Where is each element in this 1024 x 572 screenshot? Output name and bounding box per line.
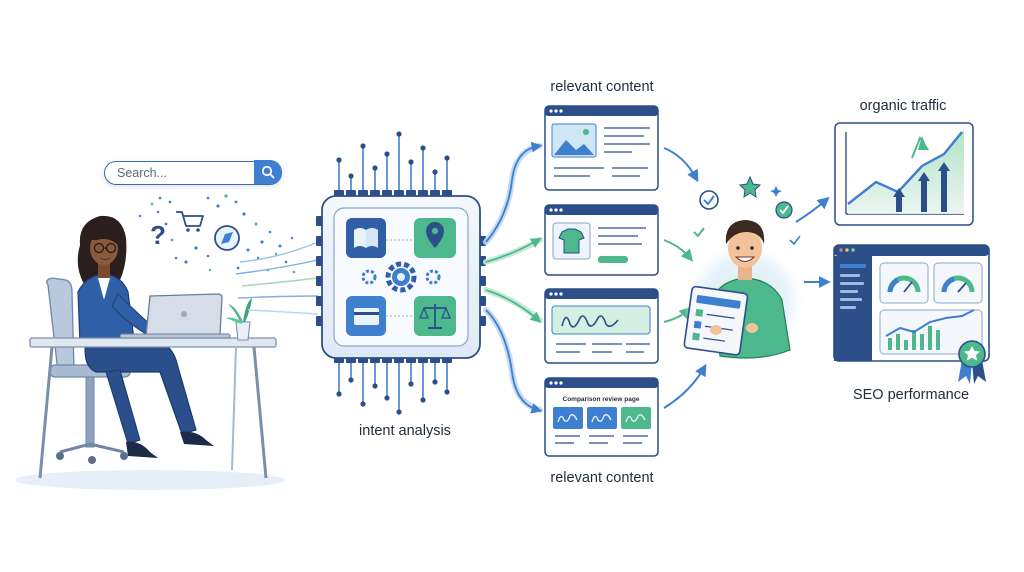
compass-icon — [214, 225, 240, 251]
woman-at-desk-illustration — [15, 215, 285, 490]
seo-performance-dashboard — [833, 244, 990, 384]
credit-card-icon — [346, 296, 386, 336]
scales-icon — [414, 296, 456, 336]
book-icon — [346, 218, 386, 258]
intent-signals-cluster: ? — [138, 194, 319, 315]
svg-text:?: ? — [150, 220, 166, 250]
award-ribbon-icon — [958, 340, 986, 384]
comparison-card-title: Comparison review page — [563, 396, 640, 403]
content-card-article — [544, 105, 659, 191]
search-button[interactable] — [254, 160, 282, 185]
gauge-icon — [933, 262, 983, 304]
label-relevant-content-top: relevant content — [550, 79, 653, 95]
checkmark-badge-icon — [699, 190, 719, 210]
up-arrow-icon — [893, 162, 950, 212]
search-icon — [261, 166, 275, 179]
label-organic-traffic: organic traffic — [860, 98, 947, 114]
gauge-icon — [879, 262, 929, 304]
content-card-comparison: Comparison review page — [544, 377, 659, 457]
shopping-cart-icon — [176, 211, 204, 232]
checkmark-badge-icon — [775, 201, 793, 219]
label-relevant-content-bottom: relevant content — [550, 470, 653, 486]
label-seo-performance: SEO performance — [853, 387, 969, 403]
search-bar[interactable] — [104, 160, 282, 185]
question-mark-icon: ? — [150, 220, 166, 250]
gear-icon — [361, 261, 441, 293]
satisfied-user-illustration — [683, 175, 807, 364]
map-pin-icon — [414, 218, 456, 258]
intent-analysis-chip — [316, 131, 486, 415]
content-card-product — [544, 204, 659, 276]
organic-traffic-chart — [834, 122, 974, 226]
chip-to-content-arrows — [483, 143, 543, 413]
content-card-signature — [544, 288, 659, 364]
label-intent-analysis: intent analysis — [359, 423, 451, 439]
shirt-icon — [558, 228, 585, 254]
search-input[interactable] — [117, 164, 247, 182]
star-icon — [738, 175, 762, 199]
